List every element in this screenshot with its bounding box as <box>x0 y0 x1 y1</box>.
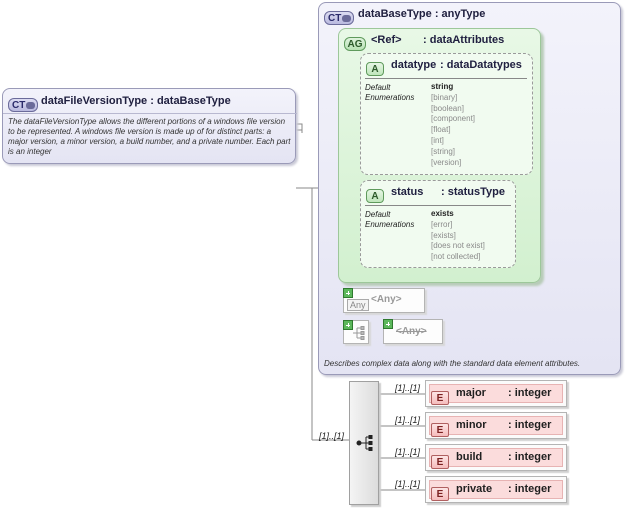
attribute-name: datatype <box>391 59 437 71</box>
sequence-compositor[interactable] <box>349 381 379 505</box>
default-label: Default <box>365 210 391 219</box>
datafileversiontype-box[interactable]: CT dataFileVersionType : dataBaseType Th… <box>2 88 297 164</box>
element-name: major <box>456 387 486 399</box>
divider <box>365 205 511 206</box>
element-fill <box>429 480 563 499</box>
enum-item: [float] <box>431 125 451 135</box>
element-badge: E <box>431 452 449 470</box>
any-element-box[interactable]: <Any> <box>383 319 443 344</box>
any-element-label: <Any> <box>396 326 427 337</box>
any-attribute-label: <Any> <box>371 294 402 305</box>
enum-item: [component] <box>431 114 476 124</box>
element-tag-icon: E <box>431 455 449 469</box>
ag-badge: AG <box>344 34 366 52</box>
default-label: Default <box>365 83 391 92</box>
element-badge: E <box>431 388 449 406</box>
enum-item: [int] <box>431 135 444 145</box>
attribute-name: status <box>391 186 424 198</box>
attribute-datatype-box[interactable]: A datatype : dataDatatypes Default Enume… <box>360 53 533 175</box>
element-name: private <box>456 483 493 495</box>
element-build[interactable]: E build : integer <box>425 444 567 471</box>
ct-badge: CT <box>8 95 38 113</box>
sequence-icon <box>356 435 373 451</box>
element-type: : integer <box>508 387 552 399</box>
attribute-type: : statusType <box>441 186 505 198</box>
default-value: string <box>431 82 454 91</box>
element-tag-icon: E <box>431 391 449 405</box>
element-name: minor <box>456 419 487 431</box>
element-fill <box>429 448 563 467</box>
element-badge: E <box>431 484 449 502</box>
ct-tag-icon: CT <box>324 11 354 25</box>
element-type: : integer <box>508 483 552 495</box>
element-fill <box>429 416 563 435</box>
element-badge: E <box>431 420 449 438</box>
enumerations-label: Enumerations <box>365 93 415 102</box>
enumerations-label: Enumerations <box>365 220 415 229</box>
ag-ref-label: <Ref> <box>371 34 402 46</box>
enumeration-list: exists [error] [exists] [does not exist]… <box>431 209 485 263</box>
attribute-tag-icon: A <box>366 62 384 76</box>
element-cardinality: [1]..[1] <box>395 415 421 425</box>
divider <box>3 113 297 114</box>
element-cardinality: [1]..[1] <box>395 383 421 393</box>
element-name: build <box>456 451 483 463</box>
enumeration-list: string [binary] [boolean] [component] [f… <box>431 82 475 168</box>
attribute-status-box[interactable]: A status : statusType Default Enumeratio… <box>360 180 516 268</box>
divider <box>365 78 527 79</box>
element-type: : integer <box>508 451 552 463</box>
databasetype-title: dataBaseType : anyType <box>358 8 486 20</box>
element-private[interactable]: E private : integer <box>425 476 567 503</box>
attr-badge: A <box>366 186 384 204</box>
element-major[interactable]: E major : integer <box>425 380 567 407</box>
choice-icon <box>353 326 365 340</box>
enum-item: [error] <box>431 219 453 229</box>
datafileversiontype-title: dataFileVersionType : dataBaseType <box>41 95 231 107</box>
element-minor[interactable]: E minor : integer <box>425 412 567 439</box>
element-tag-icon: E <box>431 487 449 501</box>
enum-item: [boolean] <box>431 103 464 113</box>
ag-name-label: : dataAttributes <box>423 34 505 46</box>
ag-tag-icon: AG <box>344 37 366 51</box>
ct-tag-icon: CT <box>8 98 38 112</box>
enum-item: [exists] <box>431 230 456 240</box>
attribute-type: : dataDatatypes <box>440 59 522 71</box>
attribute-tag-icon: A <box>366 189 384 203</box>
enum-item: [string] <box>431 146 456 156</box>
enum-item: [does not exist] <box>431 241 485 251</box>
databasetype-description: Describes complex data along with the st… <box>324 359 581 368</box>
expand-plus-icon[interactable] <box>343 320 353 330</box>
enum-item: [not collected] <box>431 252 481 262</box>
element-type: : integer <box>508 419 552 431</box>
attr-badge: A <box>366 59 384 77</box>
expand-plus-icon[interactable] <box>383 319 393 329</box>
element-fill <box>429 384 563 403</box>
sequence-cardinality: [1]..[1] <box>319 431 345 441</box>
enum-item: [binary] <box>431 92 458 102</box>
datafileversiontype-description: The dataFileVersionType allows the diffe… <box>8 117 291 156</box>
element-cardinality: [1]..[1] <box>395 479 421 489</box>
choice-compositor-box[interactable] <box>343 320 369 344</box>
expand-plus-icon[interactable] <box>343 288 353 298</box>
any-tag-badge: Any <box>347 295 369 313</box>
default-value: exists <box>431 209 454 218</box>
enum-item: [version] <box>431 157 462 167</box>
any-attribute-box[interactable]: Any <Any> <box>343 288 425 313</box>
element-cardinality: [1]..[1] <box>395 447 421 457</box>
ct-badge: CT <box>324 8 354 26</box>
element-tag-icon: E <box>431 423 449 437</box>
any-tag-icon: Any <box>347 299 369 311</box>
